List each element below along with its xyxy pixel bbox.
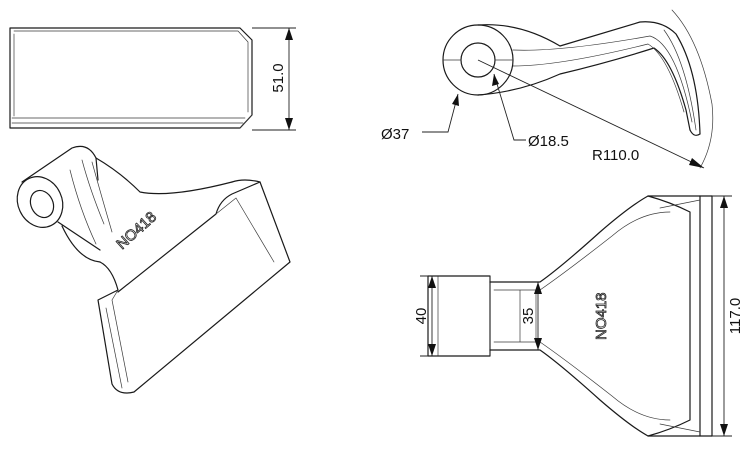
dim-51-arrow-top — [285, 28, 293, 40]
dim-r110-arrow — [689, 158, 704, 168]
plan-hub-block — [427, 275, 491, 357]
iso-blade-bevel — [105, 197, 275, 389]
dim-d18-label: Ø18.5 — [528, 133, 569, 150]
side-view: R110.0 Ø37 Ø18.5 — [381, 9, 714, 169]
dim-117-label: 117.0 — [727, 298, 744, 334]
plan-marking: NO418 — [593, 292, 610, 340]
side-arm-upper — [477, 21, 701, 135]
dim-40-arrow-bottom — [428, 344, 436, 356]
plan-neck — [489, 195, 713, 437]
plan-blade — [647, 195, 713, 437]
dim-35-arrow-top — [534, 282, 542, 294]
dim-117-arrow-top — [720, 196, 728, 208]
side-arm-inner-lines — [512, 29, 697, 131]
dim-d37-leader — [422, 93, 459, 133]
dim-40-label: 40 — [413, 308, 430, 325]
dim-51-label: 51.0 — [270, 63, 287, 92]
isometric-view: NO418 — [16, 145, 291, 394]
iso-hub-outer — [16, 176, 64, 228]
iso-blade-outline — [97, 179, 291, 394]
iso-hub-inner — [29, 189, 55, 219]
plan-neck-inner — [493, 211, 671, 421]
dim-40-arrow-top — [428, 276, 436, 288]
dim-d37-arrow — [452, 94, 459, 106]
top-view-outline — [9, 27, 253, 129]
iso-hub-body — [21, 145, 101, 263]
dim-d37-label: Ø37 — [381, 126, 409, 143]
plan-blade-bevel — [659, 199, 701, 433]
dim-35-arrow-bottom — [534, 338, 542, 350]
top-view-bevel-bottom — [11, 114, 253, 129]
dim-d18-arrow — [492, 74, 499, 86]
iso-marking: NO418 — [113, 209, 160, 253]
side-arm-lower — [477, 47, 691, 131]
dim-35-label: 35 — [520, 308, 537, 325]
dim-117-arrow-bottom — [720, 424, 728, 436]
dim-d18-leader — [493, 73, 526, 141]
side-r110-arc — [671, 9, 714, 169]
side-blade-tip — [689, 129, 701, 136]
dim-51-arrow-bottom — [285, 118, 293, 130]
iso-arm-bottom — [99, 261, 119, 291]
iso-arm-ribs — [69, 159, 113, 245]
dim-r110-label: R110.0 — [592, 147, 639, 164]
top-view: 51.0 — [9, 27, 296, 131]
plan-view: NO418 40 35 117.0 — [413, 195, 744, 437]
iso-arm-top — [95, 157, 233, 195]
dim-r110-line — [477, 59, 705, 169]
top-view-bevel-top — [13, 30, 249, 113]
